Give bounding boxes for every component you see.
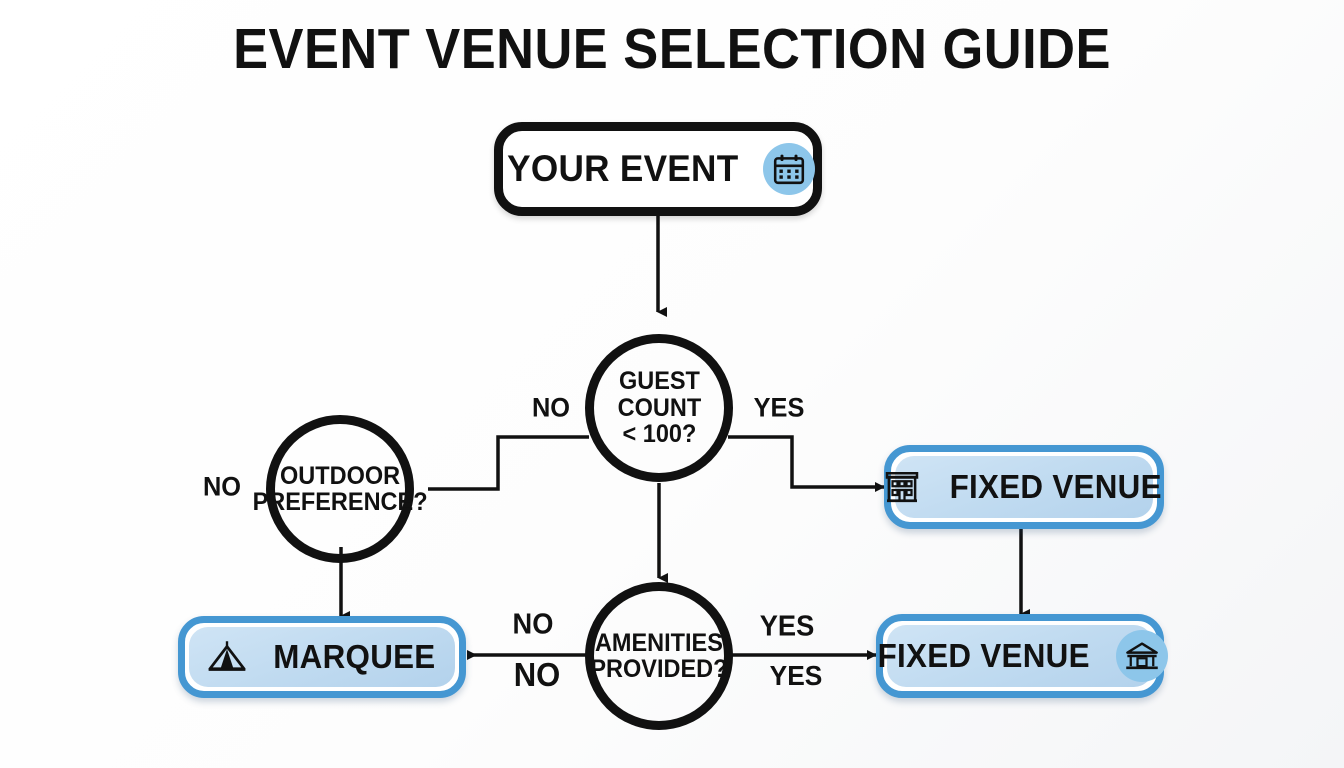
edge-label-amenities-yes-lower: YES bbox=[769, 660, 823, 691]
node-outdoor-preference-line1: OUTDOOR bbox=[279, 461, 401, 490]
node-amenities-provided-label: AMENITIES PROVIDED? bbox=[590, 628, 728, 683]
node-fixed-venue-top-label: FIXED VENUE bbox=[949, 468, 1163, 505]
node-guest-count-label: GUEST COUNT < 100? bbox=[617, 368, 701, 448]
node-amenities-provided[interactable]: AMENITIES PROVIDED? bbox=[585, 582, 733, 730]
node-your-event[interactable]: YOUR EVENT bbox=[494, 122, 822, 216]
edge-label-guest-no: NO bbox=[531, 392, 571, 423]
page-title: EVENT VENUE SELECTION GUIDE bbox=[233, 17, 1111, 81]
calendar-icon bbox=[762, 143, 815, 195]
node-fixed-venue-bottom[interactable]: FIXED VENUE bbox=[876, 614, 1168, 698]
edge-label-amenities-no-lower: NO bbox=[513, 656, 561, 693]
edge-label-outdoor-no: NO bbox=[202, 471, 242, 502]
node-guest-count[interactable]: GUEST COUNT < 100? bbox=[585, 334, 733, 482]
node-amenities-provided-line1: AMENITIES bbox=[595, 628, 723, 657]
node-outdoor-preference-line2: PREFERENCE? bbox=[252, 488, 428, 516]
edge-label-amenities-yes-upper: YES bbox=[759, 610, 815, 643]
node-outdoor-preference-label: OUTDOOR PREFERENCE? bbox=[252, 461, 428, 516]
building-icon bbox=[880, 465, 924, 509]
tent-icon bbox=[205, 635, 249, 679]
edge-label-guest-yes: YES bbox=[753, 392, 805, 423]
edge-guest-no-to-outdoor bbox=[428, 435, 589, 491]
node-fixed-venue-top[interactable]: FIXED VENUE bbox=[884, 445, 1164, 529]
pavilion-icon bbox=[1115, 630, 1168, 682]
node-guest-count-line1: GUEST bbox=[618, 367, 700, 396]
edge-guest-yes-to-fixed-venue bbox=[728, 435, 885, 492]
node-your-event-label: YOUR EVENT bbox=[507, 148, 739, 189]
node-guest-count-line2: COUNT bbox=[617, 393, 701, 422]
node-guest-count-line3: < 100? bbox=[622, 420, 696, 449]
node-fixed-venue-bottom-label: FIXED VENUE bbox=[877, 637, 1091, 674]
node-marquee-label: MARQUEE bbox=[272, 638, 436, 675]
node-outdoor-preference[interactable]: OUTDOOR PREFERENCE? bbox=[253, 415, 427, 563]
edge-label-amenities-no-upper: NO bbox=[512, 608, 554, 641]
node-amenities-provided-line2: PROVIDED? bbox=[590, 655, 728, 683]
node-marquee[interactable]: MARQUEE bbox=[178, 616, 466, 698]
